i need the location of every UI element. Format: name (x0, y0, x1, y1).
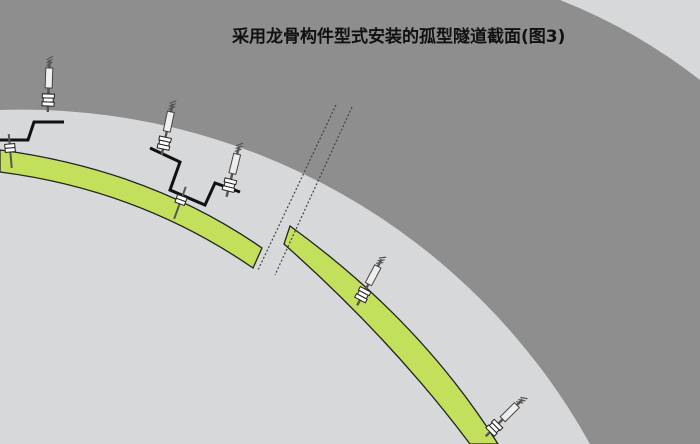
anchor-bolt (480, 391, 531, 442)
decorative-panel-left (0, 149, 263, 269)
keel-bracket (0, 120, 64, 142)
break-line (274, 106, 353, 276)
decorative-panel-right (283, 224, 499, 444)
keel-bracket (149, 146, 241, 207)
break-line (257, 104, 337, 271)
diagram-title: 采用龙骨构件型式安装的孤型隧道截面(图3) (232, 27, 566, 47)
anchor-bolt (219, 139, 248, 200)
